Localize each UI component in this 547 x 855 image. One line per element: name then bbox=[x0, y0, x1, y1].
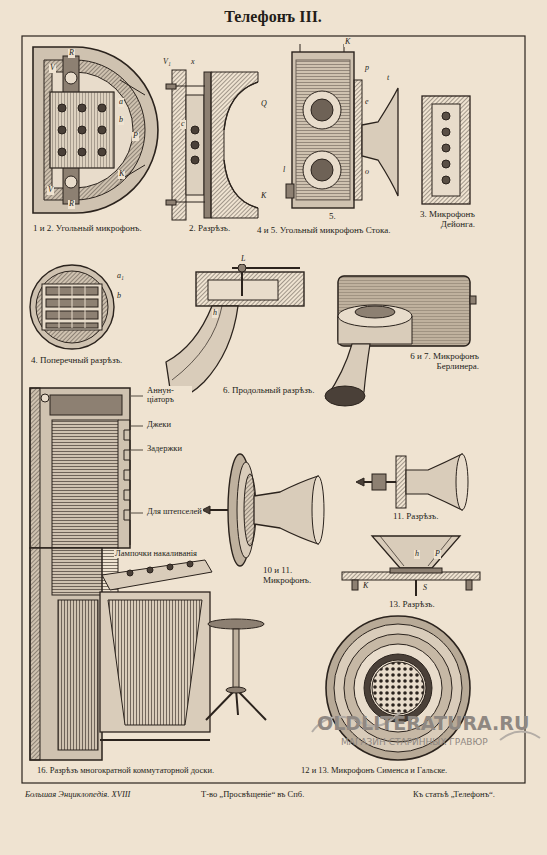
callout-letter: L bbox=[240, 255, 246, 264]
callout-letter: x bbox=[190, 58, 196, 67]
watermark: OLDLITERATURA.RU bbox=[316, 713, 530, 734]
callout-letter: e bbox=[364, 98, 370, 107]
callout-letter: P bbox=[434, 550, 441, 559]
figure-caption: 1 и 2. Угольный микрофонъ. bbox=[32, 224, 143, 234]
operator-stool bbox=[206, 619, 266, 720]
figure-caption: 6 и 7. Микрофонъ Берлинера. bbox=[398, 352, 480, 372]
part-name: Для штепселей bbox=[146, 507, 203, 516]
figure-caption: 5. bbox=[328, 212, 337, 222]
callout-letter: K bbox=[362, 582, 369, 591]
callout-letter: a₁ bbox=[116, 272, 125, 281]
figure-caption: 16. Разрѣзъ многократной коммутаторной д… bbox=[36, 766, 215, 775]
callout-letter: a bbox=[118, 98, 124, 107]
plate-footer: Т-во „Просвѣщеніе“ въ Спб. bbox=[200, 790, 305, 799]
figure-caption: 12 и 13. Микрофонъ Сименса и Гальске. bbox=[300, 766, 448, 775]
figure-caption: 3. Микрофонъ Дейонга. bbox=[408, 210, 476, 230]
fig11-section bbox=[356, 454, 468, 510]
fig16-switchboard-section bbox=[30, 388, 212, 760]
plate-frame bbox=[22, 36, 525, 783]
fig5-stock-microphone bbox=[286, 44, 398, 208]
plate-footer: Къ статьѣ „Телефонъ“. bbox=[412, 790, 496, 799]
callout-letter: K bbox=[260, 192, 267, 201]
watermark-swirl bbox=[312, 712, 540, 740]
figure-caption: 10 и 11. Микрофонъ. bbox=[262, 566, 326, 586]
callout-letter: K bbox=[344, 38, 351, 47]
part-name: Аннун- ціаторъ bbox=[146, 386, 192, 405]
watermark: МАГАЗИН СТАРИННЫХ ГРАВЮР bbox=[340, 738, 489, 748]
fig1-carbon-microphone bbox=[33, 47, 158, 213]
fig10-microphone bbox=[202, 454, 324, 566]
callout-letter: R bbox=[68, 200, 75, 209]
fig6-longitudinal-section bbox=[166, 264, 304, 402]
figure-caption: 6. Продольный разрѣзъ. bbox=[222, 386, 315, 396]
callout-letter: b bbox=[118, 116, 124, 125]
callout-letter: K bbox=[118, 170, 125, 179]
figure-caption: 2. Разрѣзъ. bbox=[188, 224, 231, 234]
callout-letter: h bbox=[414, 550, 420, 559]
callout-letter: V bbox=[49, 64, 56, 73]
callout-letter: c bbox=[180, 120, 186, 129]
fig13-section bbox=[342, 536, 480, 596]
callout-letter: R bbox=[68, 49, 75, 58]
callout-letter: t bbox=[386, 74, 390, 83]
part-name: Джеки bbox=[146, 420, 172, 429]
callout-letter: p bbox=[364, 64, 370, 73]
part-name: Задержки bbox=[146, 444, 183, 453]
callout-letter: b bbox=[116, 292, 122, 301]
figure-caption: 4 и 5. Угольный микрофонъ Стока. bbox=[256, 226, 391, 236]
callout-letter: V₁ bbox=[162, 58, 172, 67]
callout-letter: l bbox=[282, 166, 286, 175]
figure-caption: 13. Разрѣзъ. bbox=[388, 600, 436, 610]
fig2-section bbox=[166, 70, 258, 220]
plate-title: Телефонъ III. bbox=[224, 8, 322, 26]
callout-letter: V bbox=[47, 186, 54, 195]
callout-letter: h bbox=[212, 309, 218, 318]
fig7-berliner-microphone bbox=[325, 276, 476, 406]
part-name: Лампочки накаливанія bbox=[114, 549, 198, 558]
plate-footer: Большая Энциклопедія. XVIII bbox=[24, 790, 131, 799]
figure-caption: 4. Поперечный разрѣзъ. bbox=[30, 356, 123, 366]
figure-caption: 11. Разрѣзъ. bbox=[392, 512, 439, 522]
callout-letter: o bbox=[364, 168, 370, 177]
callout-letter: S bbox=[422, 584, 428, 593]
callout-letter: P bbox=[132, 132, 139, 141]
fig4-cross-section bbox=[30, 265, 114, 349]
fig3-dejong-microphone bbox=[422, 96, 470, 204]
callout-letter: Q bbox=[260, 100, 268, 109]
